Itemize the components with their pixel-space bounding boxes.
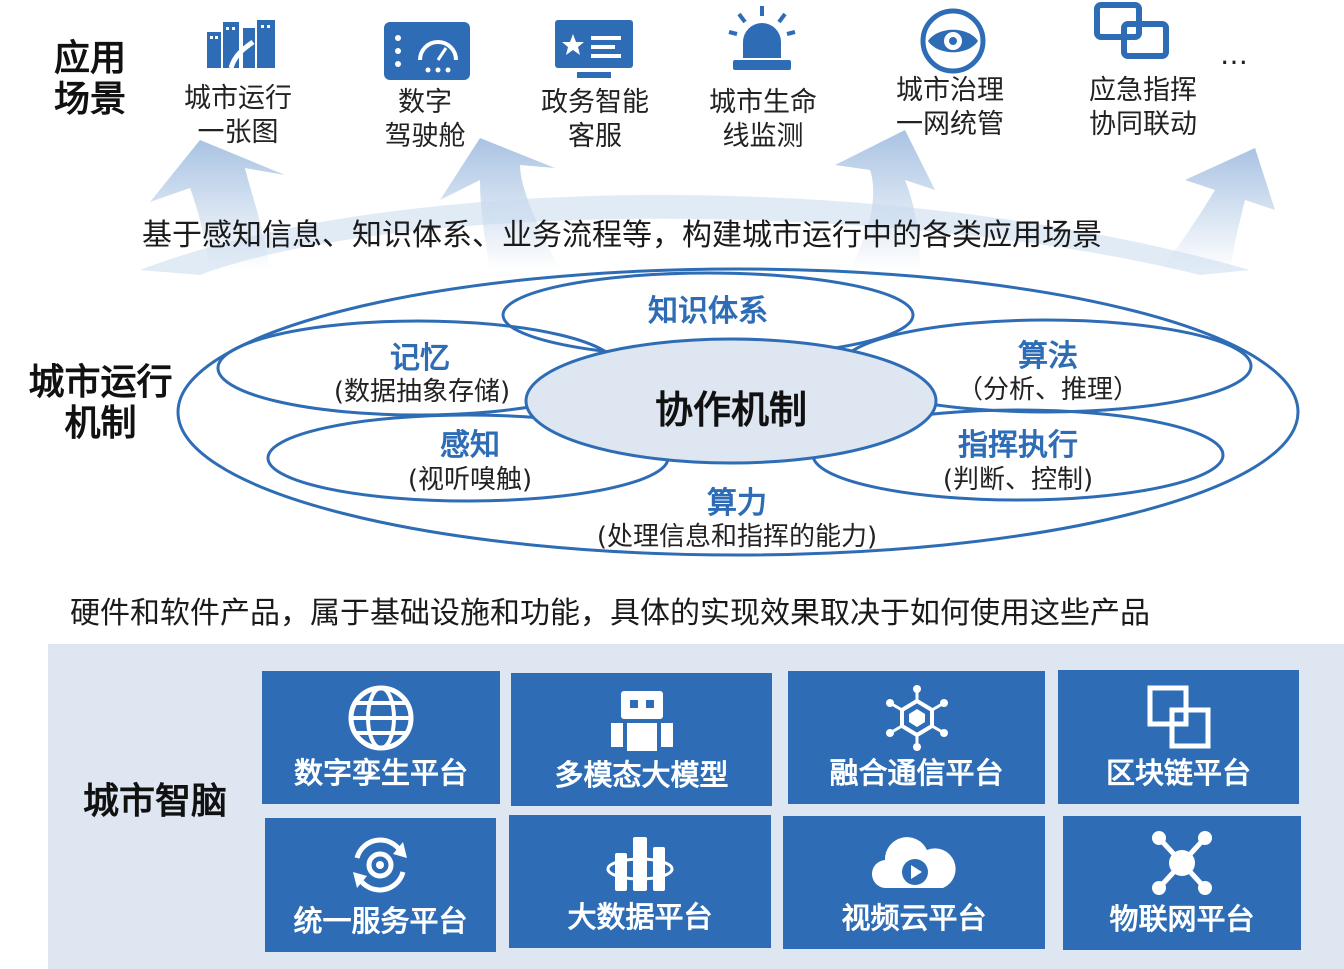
mechanism-section-label: 城市运行 机制: [18, 362, 183, 445]
app-label: 数字驾驶舱: [384, 87, 466, 152]
apps-section-label: 应用 场景: [40, 38, 140, 121]
mechanism-diagram: [176, 267, 1300, 557]
platform-tile-comm: 融合通信平台: [788, 671, 1045, 804]
linked-squares-icon: [1094, 2, 1169, 59]
perception-sub: (视听嗅触): [407, 465, 533, 495]
app-item-emergency: 应急指挥协同联动: [1063, 74, 1223, 142]
network-hexagon-icon: [886, 685, 948, 751]
apps-section-label-line2: 场景: [53, 79, 126, 121]
app-item-city-map: 城市运行一张图: [158, 82, 318, 150]
apps-more-ellipsis: …: [1220, 38, 1248, 71]
perception-title: 感知: [440, 428, 500, 463]
command-sub: (判断、控制): [942, 465, 1094, 495]
command-title: 指挥执行: [958, 428, 1078, 463]
platform-tile-unified-service: 统一服务平台: [265, 818, 496, 952]
eye-globe-icon: [920, 8, 986, 74]
mechanism-section-label-line1: 城市运行: [28, 362, 173, 403]
platform-label: 大数据平台: [567, 900, 713, 934]
app-item-lifeline: 城市生命线监测: [683, 86, 843, 154]
app-label: 政务智能客服: [541, 87, 649, 152]
app-item-cockpit: 数字驾驶舱: [345, 86, 505, 154]
robot-icon: [611, 691, 673, 751]
outer-ellipse: [176, 267, 1300, 557]
app-label: 应急指挥协同联动: [1089, 75, 1197, 140]
arrow-band: [140, 195, 1250, 275]
compute-sub: (处理信息和指挥的能力): [596, 522, 878, 552]
memory-title: 记忆: [390, 341, 450, 376]
platform-label: 多模态大模型: [554, 758, 729, 792]
compute-title: 算力: [707, 486, 767, 521]
sync-eye-icon: [353, 837, 407, 893]
big-data-icon: [606, 837, 674, 891]
platform-tile-iot: 物联网平台: [1063, 816, 1301, 950]
algorithm-sub: （分析、推理）: [956, 375, 1139, 405]
apps-section-label-line1: 应用: [53, 38, 126, 79]
mechanism-section-label-line2: 机制: [64, 403, 137, 445]
app-item-governance: 城市治理一网统管: [870, 74, 1030, 142]
platform-tile-video-cloud: 视频云平台: [783, 816, 1045, 949]
platform-tile-big-data: 大数据平台: [509, 815, 771, 948]
cloud-video-icon: [871, 837, 956, 889]
arrow-right: [1160, 148, 1275, 270]
alarm-siren-icon: [728, 6, 796, 70]
arrow-center-right: [835, 130, 935, 270]
platform-label: 数字孪生平台: [293, 756, 468, 790]
app-item-gov-service: 政务智能客服: [515, 86, 675, 154]
brain-section-label: 城市智脑: [82, 781, 227, 822]
algorithm-title: 算法: [1018, 339, 1078, 374]
app-label: 城市运行一张图: [184, 83, 292, 148]
city-buildings-icon: [207, 20, 275, 68]
products-caption: 硬件和软件产品，属于基础设施和功能，具体的实现效果取决于如何使用这些产品: [70, 596, 1150, 631]
platform-label: 融合通信平台: [829, 756, 1004, 790]
platform-tile-blockchain: 区块链平台: [1058, 670, 1299, 804]
center-ellipse: [524, 337, 938, 465]
center-title: 协作机制: [654, 388, 807, 432]
iot-network-icon: [1152, 831, 1212, 895]
app-label: 城市治理一网统管: [896, 75, 1004, 140]
platform-tile-multimodal: 多模态大模型: [511, 673, 772, 806]
service-screen-icon: [555, 20, 633, 78]
arrows-graphic: [140, 130, 1275, 275]
platform-label: 视频云平台: [841, 901, 987, 935]
globe-icon: [348, 685, 414, 751]
platform-label: 统一服务平台: [293, 904, 468, 938]
app-label: 城市生命线监测: [709, 87, 817, 152]
knowledge-title: 知识体系: [648, 294, 768, 329]
memory-sub: (数据抽象存储): [333, 377, 511, 407]
platform-label: 区块链平台: [1105, 756, 1251, 790]
blockchain-icon: [1147, 685, 1211, 749]
dashboard-gauge-icon: [384, 22, 470, 80]
platform-tile-digital-twin: 数字孪生平台: [262, 671, 500, 804]
apps-caption: 基于感知信息、知识体系、业务流程等，构建城市运行中的各类应用场景: [142, 218, 1102, 253]
platform-label: 物联网平台: [1109, 902, 1255, 936]
